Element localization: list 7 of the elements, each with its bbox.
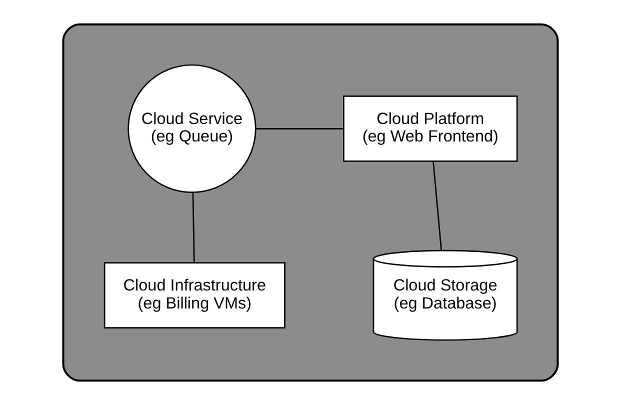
connector (432, 161, 442, 251)
node-circle: Cloud Service (eg Queue) (127, 64, 256, 194)
cluster (62, 23, 558, 382)
connector (255, 128, 343, 130)
node-box: Cloud Infrastructure (eg Billing VMs) (103, 262, 285, 328)
connector (192, 192, 194, 262)
node-box: Cloud Platform (eg Web Frontend) (342, 95, 518, 162)
